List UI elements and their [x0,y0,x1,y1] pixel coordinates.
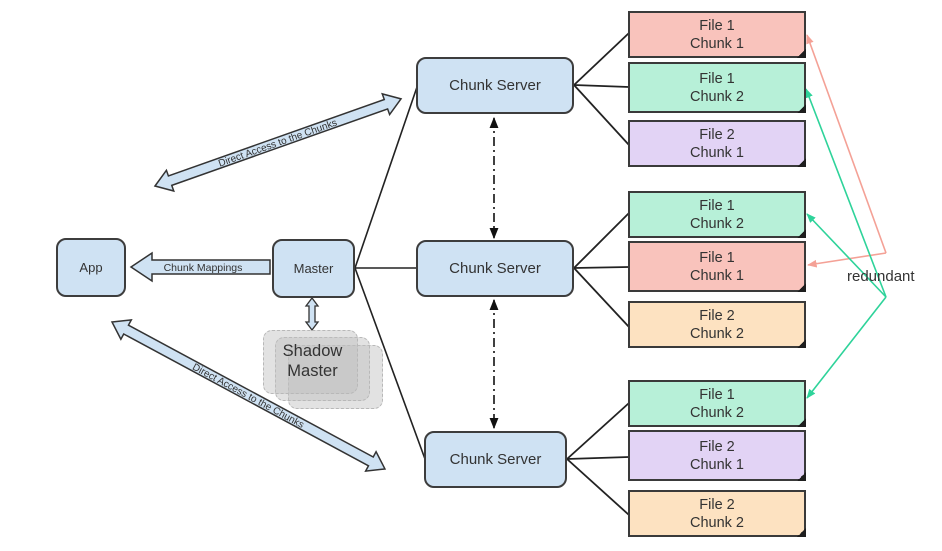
chunk-file-label: File 1 [699,17,735,34]
edge-master-server-1 [354,86,418,269]
shadow-master-label: Shadow Master [270,341,355,381]
page-fold-icon [797,339,806,348]
chunk-file-label: File 1 [699,70,735,87]
page-fold-icon [797,229,806,238]
chunk-number-label: Chunk 2 [689,325,744,342]
chunk-number-label: Chunk 2 [689,404,744,421]
chunk-number-label: Chunk 1 [689,144,744,161]
chunk-number-label: Chunk 1 [689,35,744,52]
page-fold-icon [797,528,806,537]
chunk-file-label: File 2 [699,438,735,455]
master-label: Master [293,261,334,276]
page-fold-icon [797,49,806,58]
shadow-master-layer-front [263,330,358,394]
shadow-master-label-line1: Shadow [282,342,343,360]
chunk-mappings-label: Chunk Mappings [164,262,243,274]
chunk-file-label: File 2 [699,307,735,324]
page-fold-icon [797,283,806,292]
chunk-number-label: Chunk 2 [689,514,744,531]
chunk-number-label: Chunk 1 [689,456,744,473]
master-node[interactable]: Master [272,239,355,298]
chunk-number-label: Chunk 2 [689,88,744,105]
chunk-file-label: File 2 [699,496,735,513]
chunk-file-label: File 1 [699,197,735,214]
app-label: App [79,260,103,275]
app-node[interactable]: App [56,238,126,297]
direct-access-top-label: Direct Access to the Chunks [217,117,339,169]
chunk-number-label: Chunk 1 [689,267,744,284]
page-fold-icon [797,472,806,481]
page-fold-icon [797,158,806,167]
chunk-file-label: File 1 [699,249,735,266]
redundant-green-arrows [805,88,887,399]
master-shadow-arrow [304,296,320,332]
direct-access-top-arrow: Direct Access to the Chunks [153,92,403,193]
edges-server2-chunks [573,212,630,328]
page-fold-icon [797,104,806,113]
redundant-red-arrows [806,34,887,268]
chunk-server-3-label: Chunk Server [449,451,542,468]
chunk-server-2-label: Chunk Server [449,260,541,277]
edges-server1-chunks [573,32,630,146]
chunk-server-2[interactable]: Chunk Server [416,240,574,297]
chunk-server-1-label: Chunk Server [449,77,541,94]
chunk-file-label: File 2 [699,126,735,143]
page-fold-icon [797,418,806,427]
chunk-file-label: File 1 [699,386,735,403]
edge-master-server-3 [354,267,426,460]
chunk-mappings-arrow: Chunk Mappings [129,251,271,283]
shadow-master-label-line2: Master [287,362,338,380]
edges-server3-chunks [566,402,630,516]
chunk-server-3[interactable]: Chunk Server [424,431,567,488]
redundant-label: redundant [847,268,915,285]
chunk-number-label: Chunk 2 [689,215,744,232]
chunk-server-1[interactable]: Chunk Server [416,57,574,114]
